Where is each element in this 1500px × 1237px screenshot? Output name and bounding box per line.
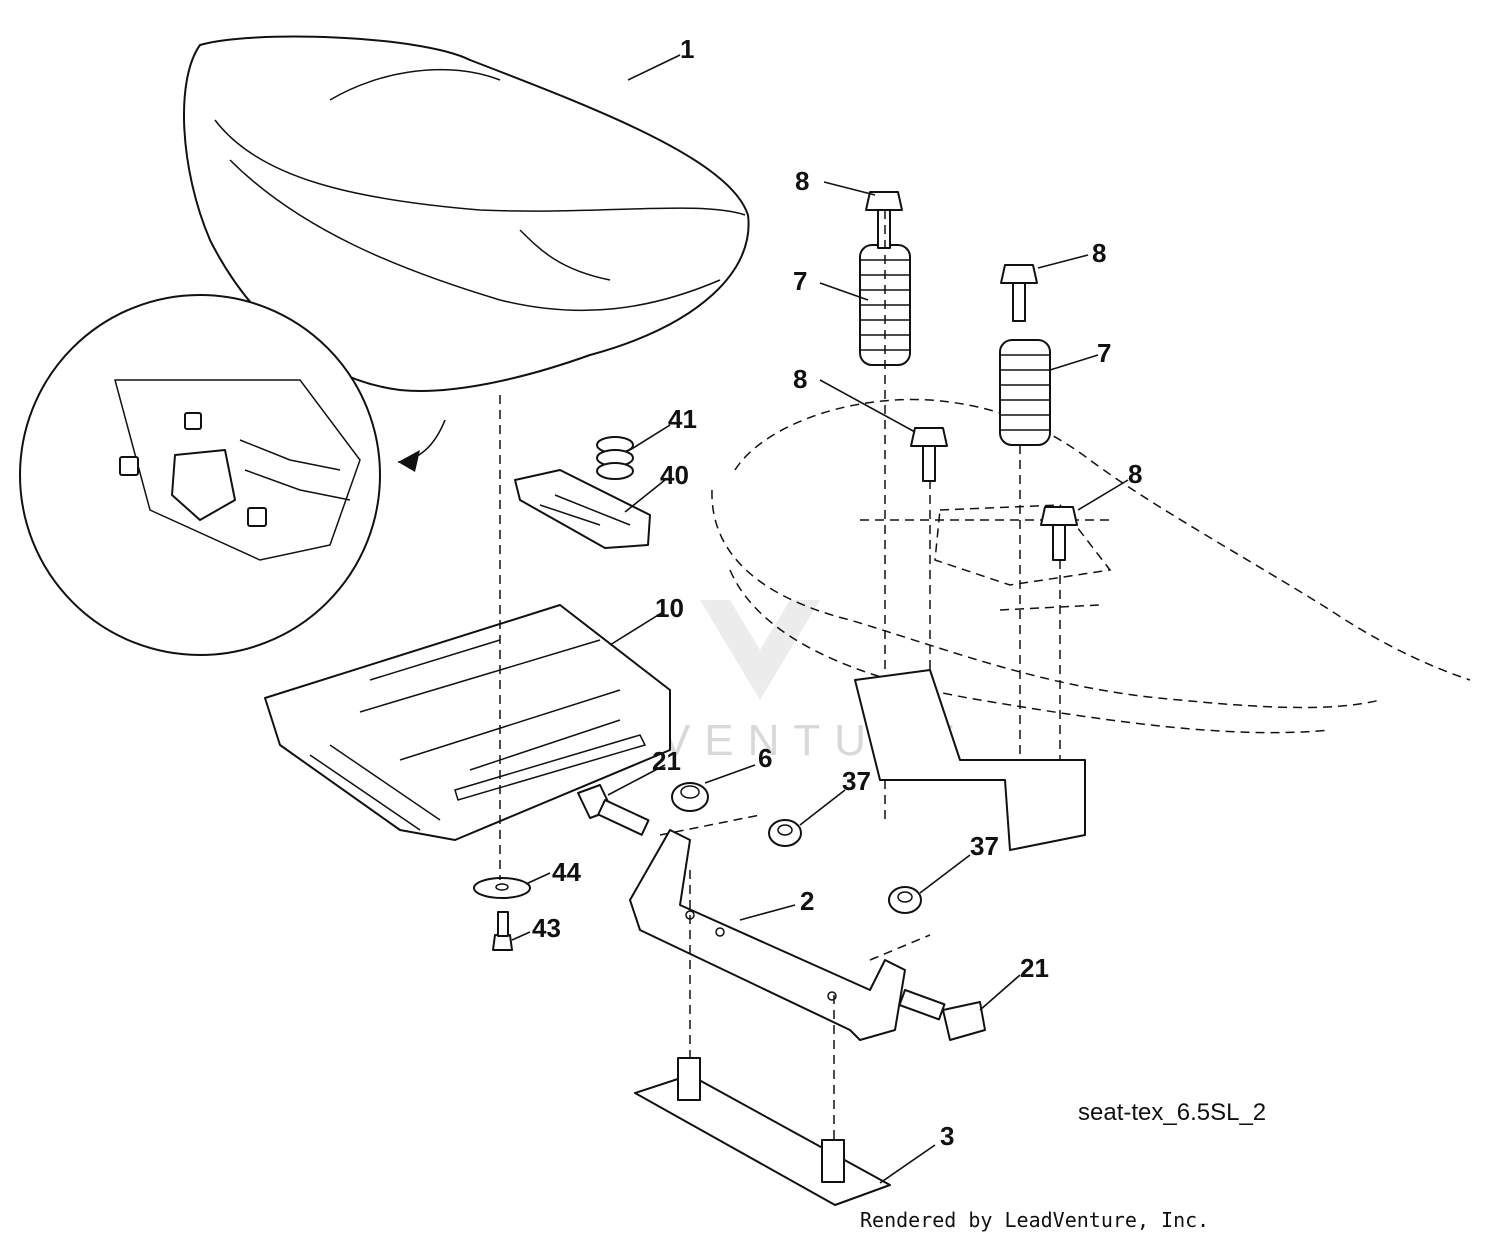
seat-pan: [264, 604, 671, 841]
callout-8-middle: 8: [793, 364, 807, 394]
callout-8-upper-right: 8: [1092, 238, 1106, 268]
callout-10: 10: [655, 593, 684, 623]
hardware: [473, 395, 986, 1041]
render-credit: Rendered by LeadVenture, Inc.: [860, 1208, 1209, 1232]
drawing-id: seat-tex_6.5SL_2: [1078, 1099, 1266, 1126]
callout-43: 43: [532, 913, 561, 943]
callout-37-upper: 37: [842, 766, 871, 796]
callout-labels: 1 8 8 7 7 8 8 41 40 10 21 6 37 37 44 43 …: [532, 34, 1142, 1151]
detail-view: [19, 294, 446, 656]
spring-and-clip: [514, 436, 651, 549]
callout-7-right: 7: [1097, 338, 1111, 368]
seat-bracket: [629, 829, 906, 1041]
callout-3: 3: [940, 1121, 954, 1151]
base-plate: [634, 870, 891, 1206]
callout-1: 1: [680, 34, 694, 64]
callout-8-right: 8: [1128, 459, 1142, 489]
callout-41: 41: [668, 404, 697, 434]
tractor-frame-outline: [711, 398, 1471, 734]
callout-44: 44: [552, 857, 581, 887]
callout-2: 2: [800, 886, 814, 916]
callout-7-left: 7: [793, 266, 807, 296]
callout-37-lower: 37: [970, 831, 999, 861]
callout-40: 40: [660, 460, 689, 490]
rear-bracket: [854, 669, 1086, 851]
callout-21-left: 21: [652, 746, 681, 776]
callout-8-top: 8: [795, 166, 809, 196]
seat: [183, 35, 750, 392]
leader-lines: [511, 54, 1129, 1184]
callout-6: 6: [758, 743, 772, 773]
callout-21-right: 21: [1020, 953, 1049, 983]
springs-and-bolts: [859, 191, 1078, 830]
